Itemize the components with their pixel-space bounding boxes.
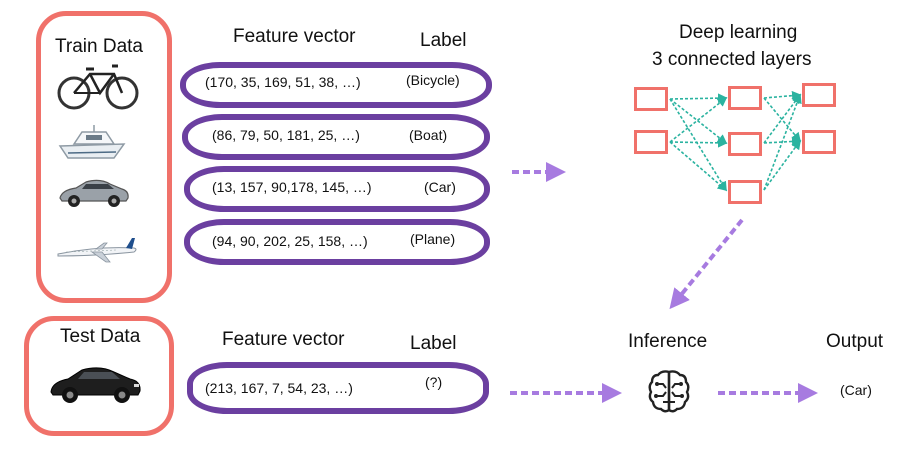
deep-learning-title: Deep learning <box>679 22 798 43</box>
train-row-3 <box>184 166 490 212</box>
train-vector-3: (13, 157, 90,178, 145, …) <box>212 179 372 195</box>
train-label-2: (Boat) <box>409 127 448 143</box>
output-value: (Car) <box>840 382 872 398</box>
plane-icon <box>57 238 137 263</box>
hidden-node-2 <box>728 132 762 156</box>
train-label-1: (Bicycle) <box>406 72 460 88</box>
train-data-box <box>36 11 172 303</box>
train-label-4: (Plane) <box>410 231 456 247</box>
output-node-1 <box>802 83 836 107</box>
train-feature-vector-heading: Feature vector <box>233 26 356 47</box>
train-data-title: Train Data <box>55 36 143 57</box>
flow-arrow-network-to-inference <box>669 218 744 310</box>
test-row <box>187 362 489 414</box>
train-row-1 <box>180 62 492 108</box>
test-label: (?) <box>425 374 443 390</box>
train-vector-2: (86, 79, 50, 181, 25, …) <box>212 127 360 143</box>
hidden-node-1 <box>728 86 762 110</box>
train-row-4 <box>184 219 490 265</box>
train-label-heading: Label <box>420 30 467 51</box>
output-title: Output <box>826 331 884 352</box>
inference-title: Inference <box>628 331 708 352</box>
test-label-heading: Label <box>410 333 457 354</box>
input-node-2 <box>634 130 668 154</box>
bicycle-icon <box>57 64 139 110</box>
car-icon <box>59 179 129 207</box>
input-node-1 <box>634 87 668 111</box>
train-vector-4: (94, 90, 202, 25, 158, …) <box>212 233 368 249</box>
train-label-3: (Car) <box>424 179 456 195</box>
boat-icon <box>58 125 126 159</box>
deep-learning-subtitle: 3 connected layers <box>652 49 812 70</box>
train-row-2 <box>182 114 490 160</box>
test-feature-vector-heading: Feature vector <box>222 329 345 350</box>
test-data-title: Test Data <box>60 326 141 347</box>
output-node-2 <box>802 130 836 154</box>
test-vector: (213, 167, 7, 54, 23, …) <box>205 380 353 396</box>
test-data-box <box>24 316 174 436</box>
hidden-node-3 <box>728 180 762 204</box>
brain-icon <box>648 370 690 413</box>
train-vector-1: (170, 35, 169, 51, 38, …) <box>205 74 361 90</box>
test-car-icon <box>50 367 141 403</box>
